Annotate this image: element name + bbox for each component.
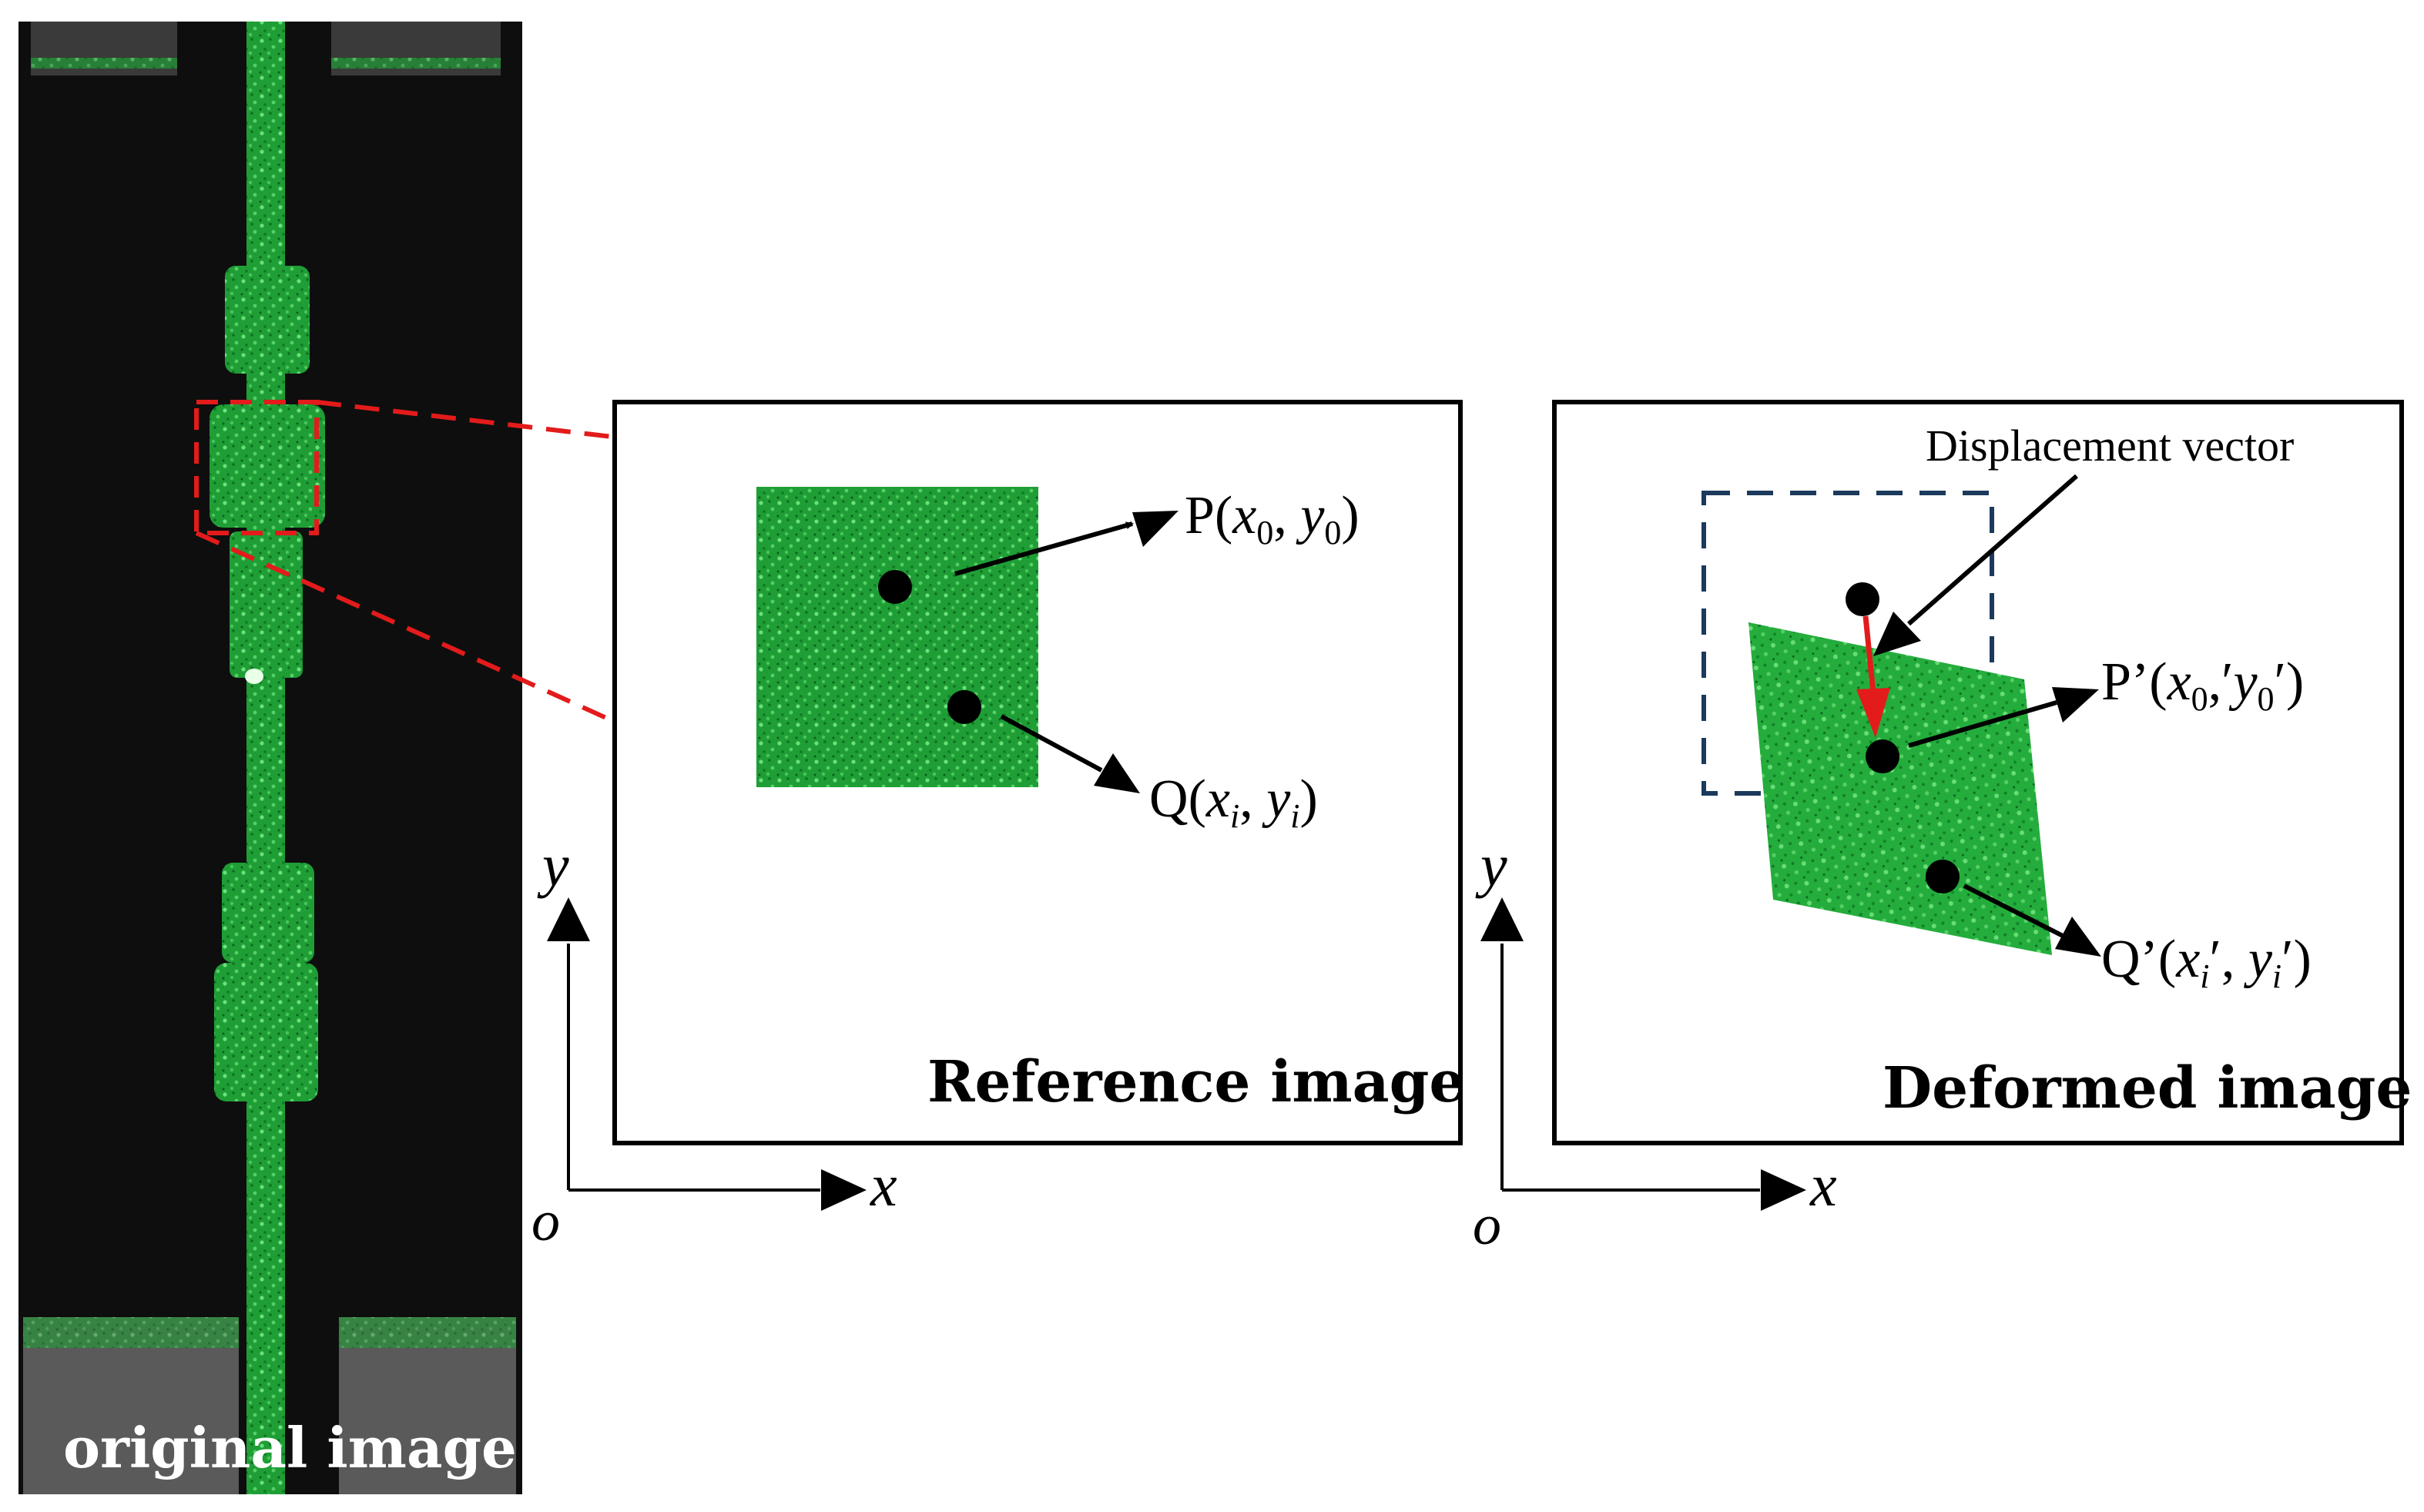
reference-x-axis-label: x <box>870 1152 897 1219</box>
reference-y-axis-label: y <box>537 832 569 899</box>
point-p-label: P(x0, y0) <box>1185 486 1360 551</box>
point-q-label: Q(xi, yi) <box>1149 769 1318 835</box>
displacement-annotation-arrow <box>1907 474 2078 626</box>
deformed-y-arrowhead <box>1480 897 1524 941</box>
reference-y-arrowhead <box>547 897 590 941</box>
point-p-dot <box>878 570 912 604</box>
point-p-prime-label: P’(x0,′y0′) <box>2101 652 2304 718</box>
point-q-arrow <box>1000 714 1103 773</box>
original-point-dot <box>1846 582 1879 616</box>
displacement-vector-label: Displacement vector <box>1926 421 2294 471</box>
selected-region-box <box>194 400 319 535</box>
reference-image-panel: P(x0, y0) Q(xi, yi) Reference image <box>612 400 1465 1145</box>
reference-x-arrowhead <box>821 1169 867 1211</box>
point-q-prime-arrow <box>1963 883 2066 939</box>
reference-axes: y x o <box>531 832 897 1253</box>
deformed-x-arrowhead <box>1761 1169 1806 1211</box>
reference-origin-label: o <box>531 1190 560 1253</box>
reference-subset <box>756 487 1038 787</box>
deformed-y-axis-label: y <box>1475 832 1507 899</box>
reference-image-label: Reference image <box>927 1049 1465 1115</box>
point-q-dot <box>947 690 981 724</box>
specimen <box>210 22 325 1494</box>
point-p-arrow <box>954 521 1134 576</box>
deformed-x-axis-label: x <box>1809 1152 1837 1219</box>
deformed-subset <box>1748 622 2052 955</box>
original-image-panel: original image <box>18 22 522 1494</box>
point-p-prime-dot <box>1866 739 1899 773</box>
point-p-prime-arrow <box>1908 700 2057 748</box>
deformed-image-panel: Displacement vector P’(x0,′y0′) Q’(xi′, … <box>1552 400 2412 1145</box>
point-q-prime-label: Q’(xi′, yi′) <box>2101 930 2312 995</box>
displacement-vector-arrow <box>1862 615 1876 694</box>
deformed-image-label: Deformed image <box>1883 1055 2412 1121</box>
deformed-axes: y x o <box>1473 832 1837 1257</box>
point-q-prime-dot <box>1926 860 1960 893</box>
undeformed-subset-outline <box>1701 491 1994 796</box>
deformed-origin-label: o <box>1473 1194 1501 1257</box>
original-image-label: original image <box>63 1415 517 1480</box>
